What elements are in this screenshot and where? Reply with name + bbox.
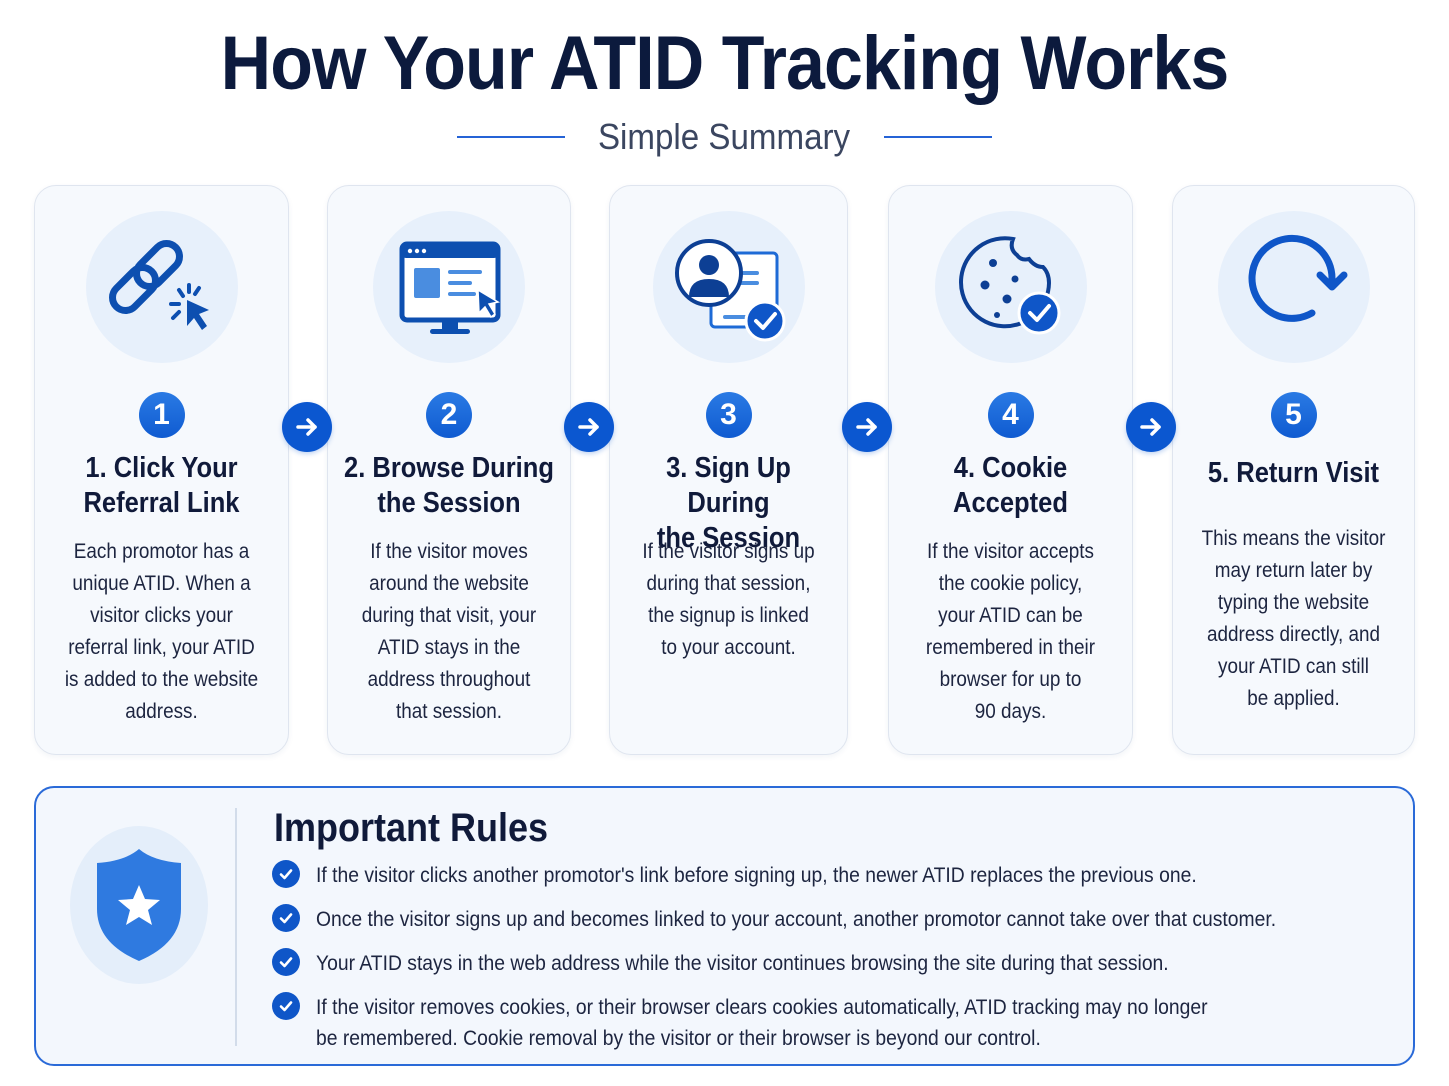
cookie-check-icon	[958, 236, 1060, 335]
step-card-1: 1 1. Click Your Referral Link Each promo…	[34, 185, 289, 755]
step-number-badge: 4	[987, 392, 1034, 438]
step-card-2: 2 2. Browse During the Session If the vi…	[327, 185, 571, 755]
arrow-right-icon	[564, 402, 614, 452]
step-description: If the visitor signs up during that sess…	[642, 540, 815, 659]
link-click-icon	[108, 240, 209, 330]
rule-item: Your ATID stays in the web address while…	[272, 948, 1243, 979]
check-circle-icon	[272, 860, 300, 888]
page-title: How Your ATID Tracking Works	[220, 21, 1230, 106]
step-card-4: 4 4. Cookie Accepted If the visitor acce…	[888, 185, 1133, 755]
return-refresh-icon	[1248, 234, 1347, 322]
step-description: If the visitor accepts the cookie policy…	[925, 540, 1096, 723]
subtitle-row: Simple Summary	[0, 116, 1449, 158]
user-profile-check-icon	[674, 239, 785, 342]
step-icon-circle	[373, 211, 525, 363]
step-number-badge: 1	[138, 392, 185, 438]
step-icon-circle	[85, 211, 238, 363]
shield-star-icon	[97, 849, 181, 961]
rule-text: If the visitor removes cookies, or their…	[316, 996, 1208, 1050]
browser-monitor-icon	[399, 241, 501, 334]
check-circle-icon	[272, 948, 300, 976]
page-subtitle: Simple Summary	[598, 116, 851, 157]
step-icon-circle	[652, 211, 805, 363]
step-title: 5. Return Visit	[1207, 457, 1380, 489]
step-title: 1. Click Your Referral Link	[83, 452, 240, 519]
step-icon-circle	[934, 211, 1087, 363]
step-number-badge: 5	[1270, 392, 1317, 438]
step-card-5: 5 5. Return Visit This means the visitor…	[1172, 185, 1415, 755]
step-card-3: 3 3. Sign Up During the Session If the v…	[609, 185, 848, 755]
shield-circle	[70, 826, 208, 984]
rules-title: Important Rules	[274, 806, 549, 850]
check-circle-icon	[272, 904, 300, 932]
rule-item: If the visitor clicks another promotor's…	[272, 860, 1273, 891]
subtitle-divider-left	[457, 136, 566, 138]
arrow-right-icon	[842, 402, 892, 452]
step-description: Each promotor has a unique ATID. When a …	[64, 540, 259, 723]
rule-item: If the visitor removes cookies, or their…	[272, 992, 1285, 1054]
rules-divider	[235, 808, 237, 1046]
rule-text: Your ATID stays in the web address while…	[316, 952, 1169, 975]
important-rules-panel: Important Rules If the visitor clicks an…	[34, 786, 1415, 1066]
step-title: 4. Cookie Accepted	[953, 452, 1068, 519]
rule-text: If the visitor clicks another promotor's…	[316, 864, 1197, 887]
step-title: 2. Browse During the Session	[344, 452, 554, 519]
step-number-badge: 3	[705, 392, 752, 438]
check-circle-icon	[272, 992, 300, 1020]
arrow-right-icon	[282, 402, 332, 452]
rule-text: Once the visitor signs up and becomes li…	[316, 908, 1277, 931]
step-title: 3. Sign Up During the Session	[656, 452, 801, 554]
arrow-right-icon	[1126, 402, 1176, 452]
step-icon-circle	[1217, 211, 1370, 363]
step-number-badge: 2	[426, 392, 472, 438]
step-description: If the visitor moves around the website …	[361, 540, 537, 723]
rule-item: Once the visitor signs up and becomes li…	[272, 904, 1360, 935]
subtitle-divider-right	[883, 136, 992, 138]
step-description: This means the visitor may return later …	[1201, 527, 1386, 710]
